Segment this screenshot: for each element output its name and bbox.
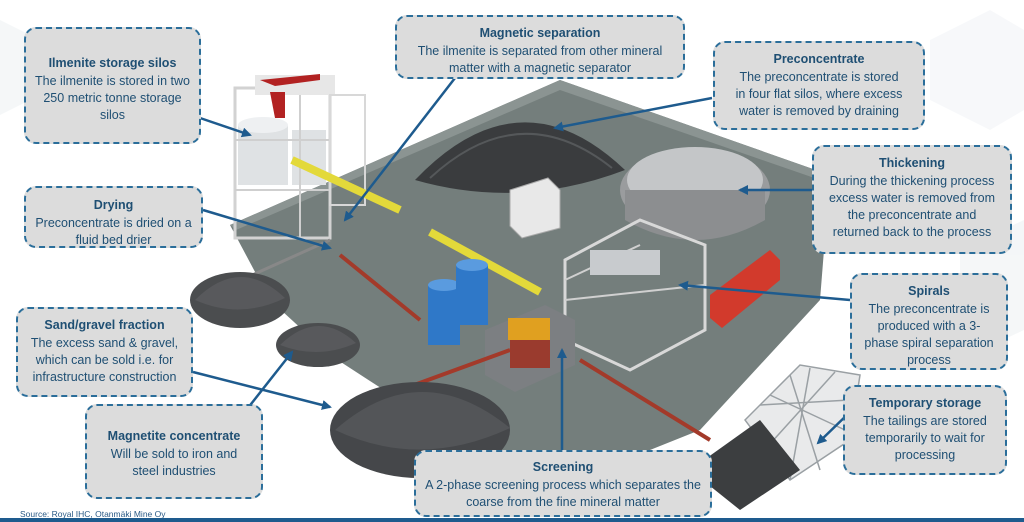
callout-spirals: Spirals The preconcentrate is produced w… <box>850 273 1008 370</box>
callout-title: Magnetite concentrate <box>107 429 241 443</box>
screening-plant <box>485 305 575 392</box>
blue-tank-2 <box>456 265 488 325</box>
arrow-ilmenite <box>199 116 252 138</box>
callout-description: The ilmenite is stored in two 250 metric… <box>35 74 190 122</box>
callout-title: Thickening <box>879 156 945 170</box>
callout-preconcentrate: Preconcentrate The preconcentrate is sto… <box>713 41 925 130</box>
callout-magnetite-concentrate: Magnetite concentrate Will be sold to ir… <box>85 404 263 499</box>
arrow-preconcentrate <box>553 96 713 132</box>
callout-description: A 2-phase screening process which separa… <box>425 478 701 509</box>
callout-temporary-storage: Temporary storage The tailings are store… <box>843 385 1007 475</box>
source-credit: Source: Royal IHC, Otanmäki Mine Oy <box>20 509 166 519</box>
callout-sand-gravel-fraction: Sand/gravel fraction The excess sand & g… <box>16 307 193 397</box>
blue-tank-1 <box>428 285 460 345</box>
callout-description: The tailings are stored temporarily to w… <box>863 414 987 462</box>
callout-ilmenite-storage-silos: Ilmenite storage silos The ilmenite is s… <box>24 27 201 144</box>
callout-title: Ilmenite storage silos <box>48 56 177 70</box>
callout-title: Drying <box>93 198 134 212</box>
callout-title: Magnetic separation <box>479 26 601 40</box>
silo-tower <box>233 74 366 240</box>
callout-description: During the thickening process excess wat… <box>828 174 996 239</box>
arrow-magnetic <box>343 77 456 222</box>
callout-description: The preconcentrate is produced with a 3-… <box>864 302 994 367</box>
callout-title: Preconcentrate <box>773 52 865 66</box>
control-cabin <box>509 177 561 239</box>
bottom-accent-bar <box>0 518 1024 522</box>
callout-magnetic-separation: Magnetic separation The ilmenite is sepa… <box>395 15 685 79</box>
callout-description: Preconcentrate is dried on a fluid bed d… <box>35 216 192 247</box>
callout-description: The preconcentrate is stored in four fla… <box>735 70 903 118</box>
red-container <box>710 250 780 328</box>
red-conveyor-1 <box>338 253 422 322</box>
callout-title: Spirals <box>908 284 950 298</box>
callout-arrows <box>192 77 851 450</box>
callout-screening: Screening A 2-phase screening process wh… <box>414 450 712 517</box>
yellow-conveyor-1 <box>290 156 402 214</box>
arrow-drying <box>202 208 332 251</box>
callout-thickening: Thickening During the thickening process… <box>812 145 1012 254</box>
callout-description: Will be sold to iron and steel industrie… <box>110 447 238 478</box>
red-conveyor-3 <box>578 358 712 442</box>
callout-title: Screening <box>532 460 594 474</box>
callout-title: Sand/gravel fraction <box>44 318 165 332</box>
callout-drying: Drying Preconcentrate is dried on a flui… <box>24 186 203 248</box>
callout-description: The excess sand & gravel, which can be s… <box>30 336 179 384</box>
arrow-spirals <box>678 280 851 302</box>
preconcentrate-pile <box>415 122 625 193</box>
callout-description: The ilmenite is separated from other min… <box>417 44 663 75</box>
callout-title: Temporary storage <box>868 396 982 410</box>
